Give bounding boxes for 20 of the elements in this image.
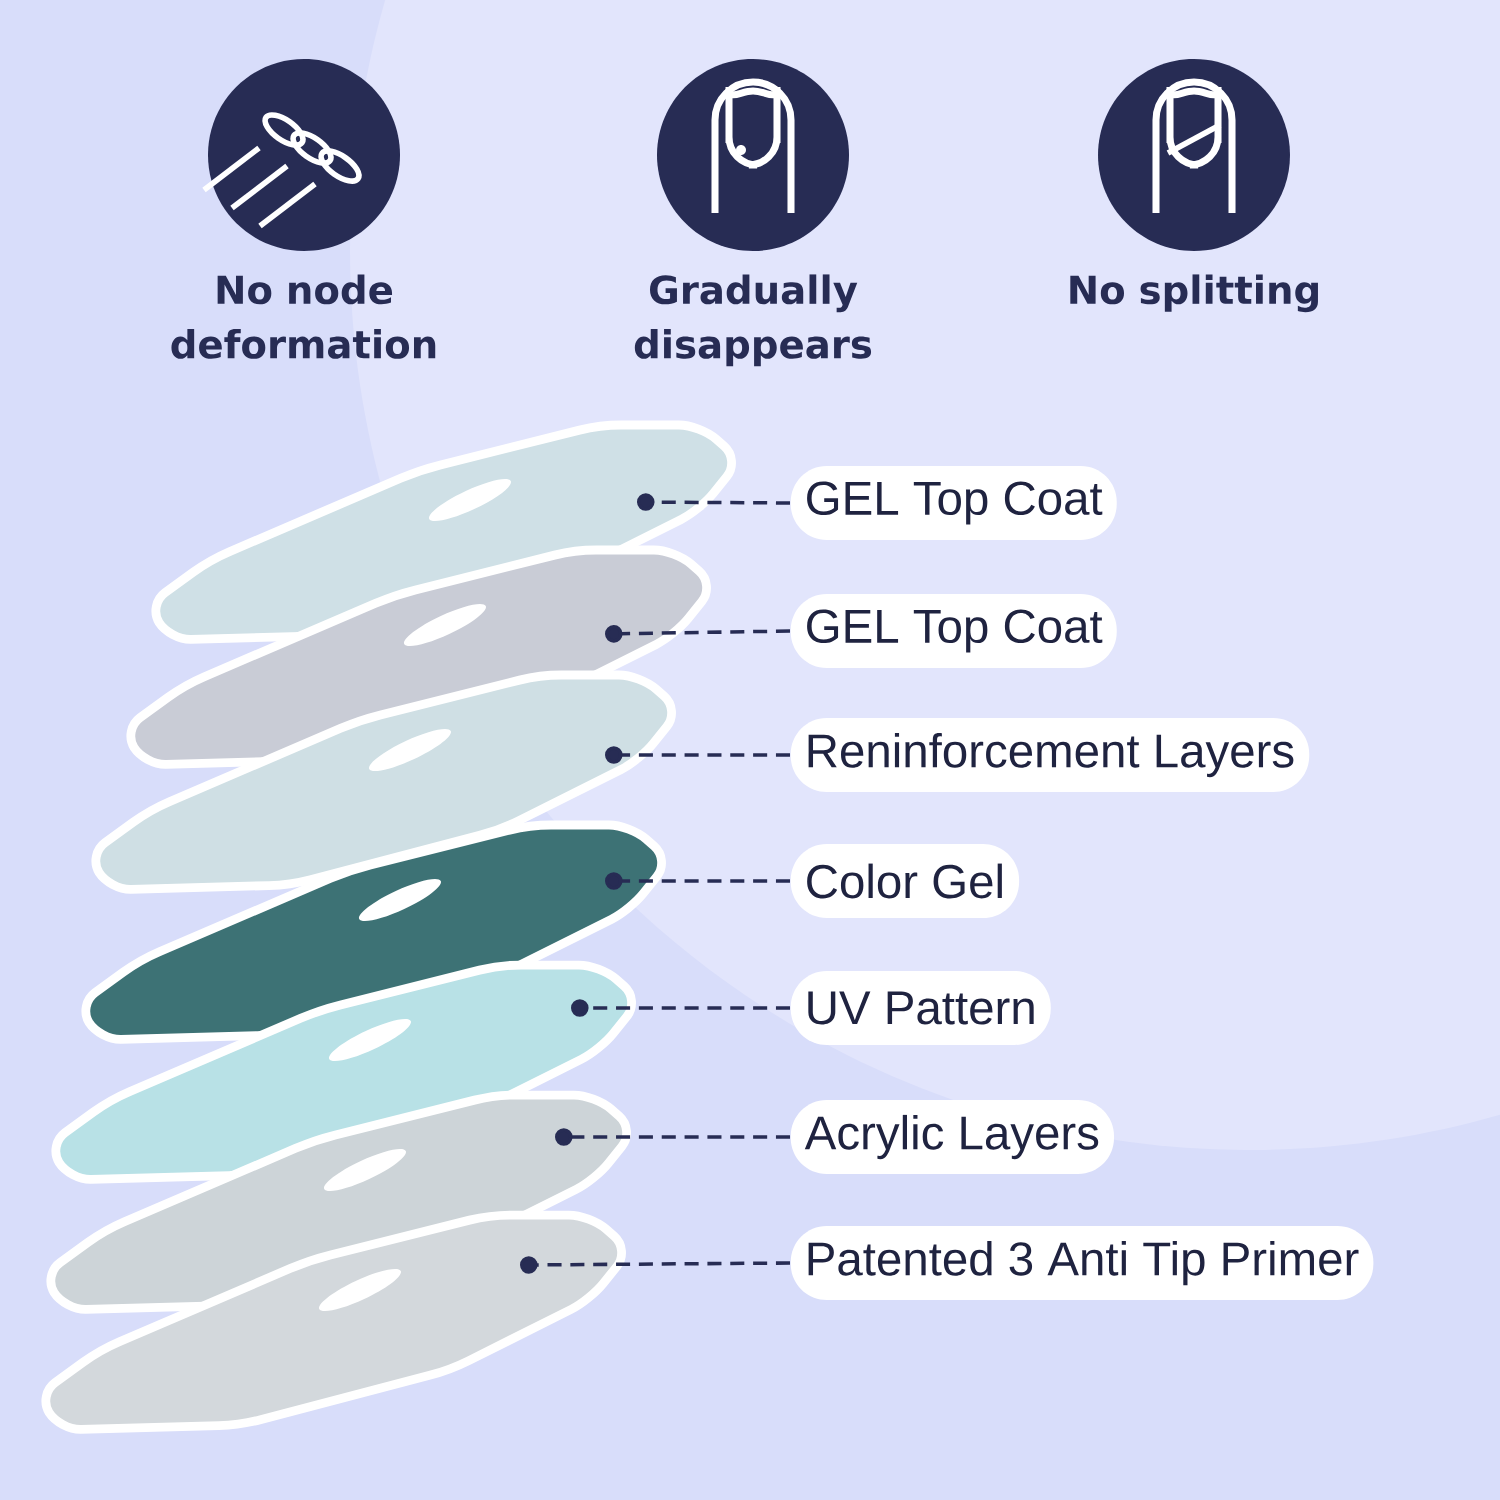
layer-label: GEL Top Coat [790,466,1117,540]
leader-line [555,1128,790,1146]
leader-line [520,1256,791,1274]
leader-line [571,999,790,1017]
layer-label: UV Pattern [790,971,1051,1045]
leader-line [605,872,790,890]
layer-label: Patented 3 Anti Tip Primer [790,1226,1374,1300]
leader-line [605,746,790,764]
feature-caption: No node deformation [171,274,436,359]
nail-layer [91,670,676,894]
layer-label: Acrylic Layers [790,1100,1114,1174]
layer-label: Color Gel [790,844,1020,918]
layer-label: GEL Top Coat [790,594,1117,668]
nail-layer [81,820,666,1044]
feature-caption: No splitting [1070,274,1318,313]
layer-label: Reninforcement Layers [790,718,1310,792]
leader-line [637,493,791,511]
leader-line [605,625,791,643]
nail-layer [41,1210,626,1434]
feature-caption: Gradually disappears [634,274,872,367]
